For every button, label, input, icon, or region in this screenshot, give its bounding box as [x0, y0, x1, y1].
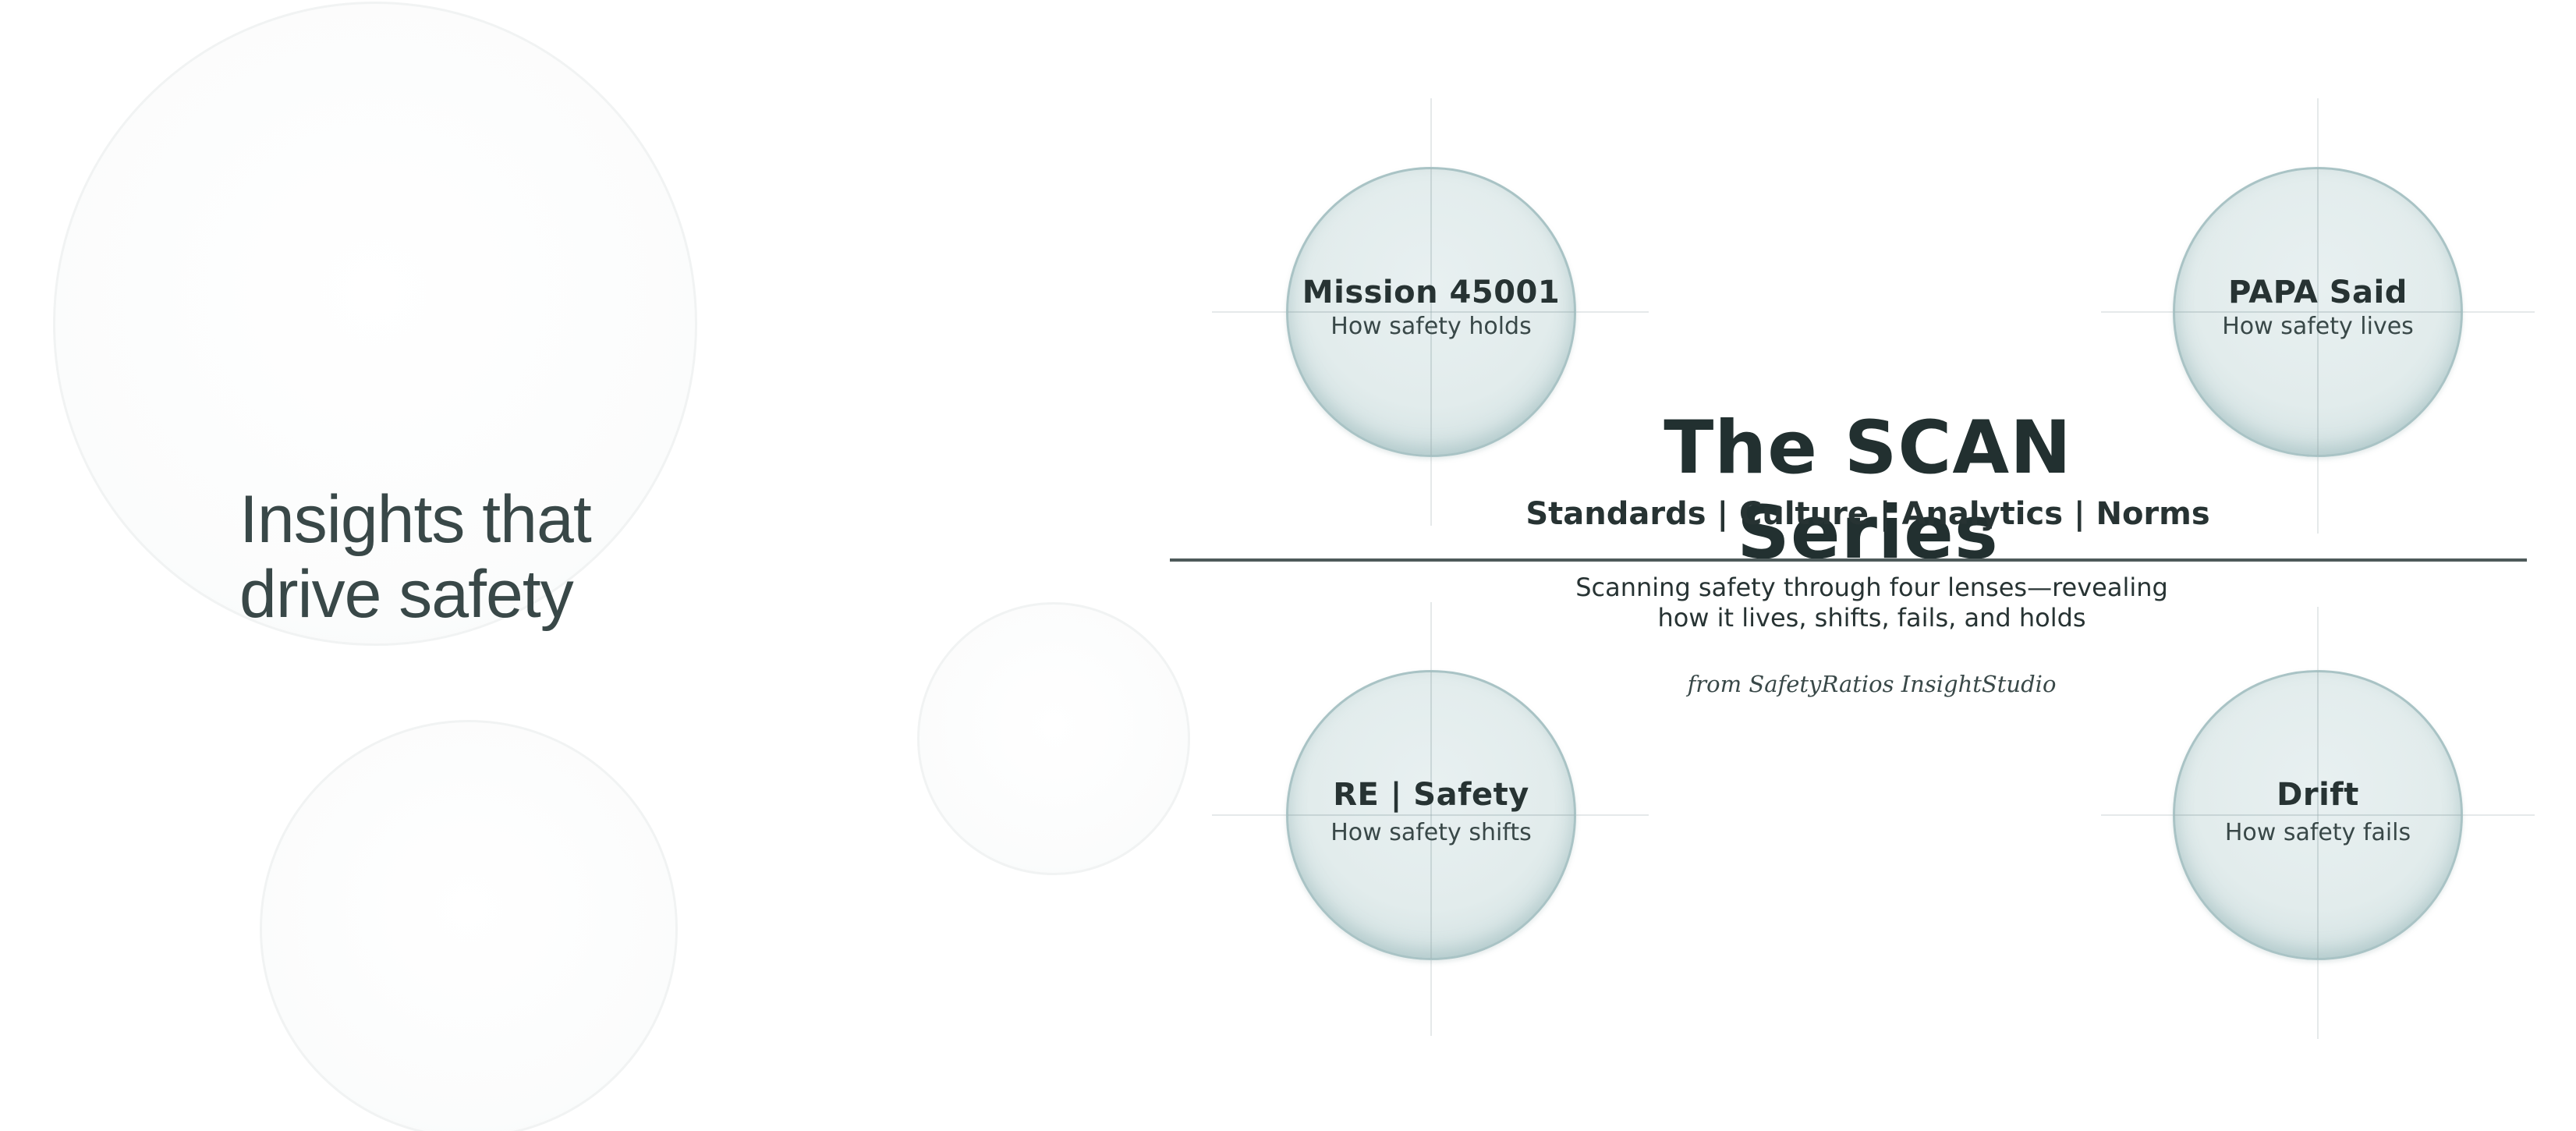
lens-subtitle: How safety holds [1331, 313, 1532, 340]
background-circle-small [917, 602, 1190, 875]
lens-title: PAPA Said [2228, 275, 2408, 310]
series-title: The SCAN Series [1664, 406, 2072, 576]
lens-circle [2173, 167, 2463, 457]
description-line-2: how it lives, shifts, fails, and holds [1657, 603, 2086, 633]
series-subtitle: Standards | Culture | Analytics | Norms [1525, 496, 2210, 532]
lens-circle [1286, 167, 1576, 457]
background-circle-large [53, 2, 697, 646]
series-credit: from SafetyRatios InsightStudio [1687, 671, 2057, 697]
lens-circle [1286, 670, 1576, 960]
lens-title: Mission 45001 [1302, 275, 1561, 310]
series-description: Scanning safety through four lenses—reve… [1497, 573, 2246, 633]
tagline-line-1: Insights that [239, 482, 592, 557]
background-circle-bottom [260, 720, 678, 1131]
lens-subtitle: How safety fails [2224, 819, 2411, 846]
tagline: Insights that drive safety [239, 482, 707, 632]
description-line-1: Scanning safety through four lenses—reve… [1575, 573, 2168, 602]
lens-title: Drift [2277, 777, 2359, 813]
tagline-line-2: drive safety [239, 557, 574, 632]
lens-title: RE | Safety [1333, 777, 1529, 813]
lens-circle [2173, 670, 2463, 960]
lens-subtitle: How safety lives [2222, 313, 2414, 340]
divider [1170, 558, 2527, 562]
lens-subtitle: How safety shifts [1331, 819, 1532, 846]
